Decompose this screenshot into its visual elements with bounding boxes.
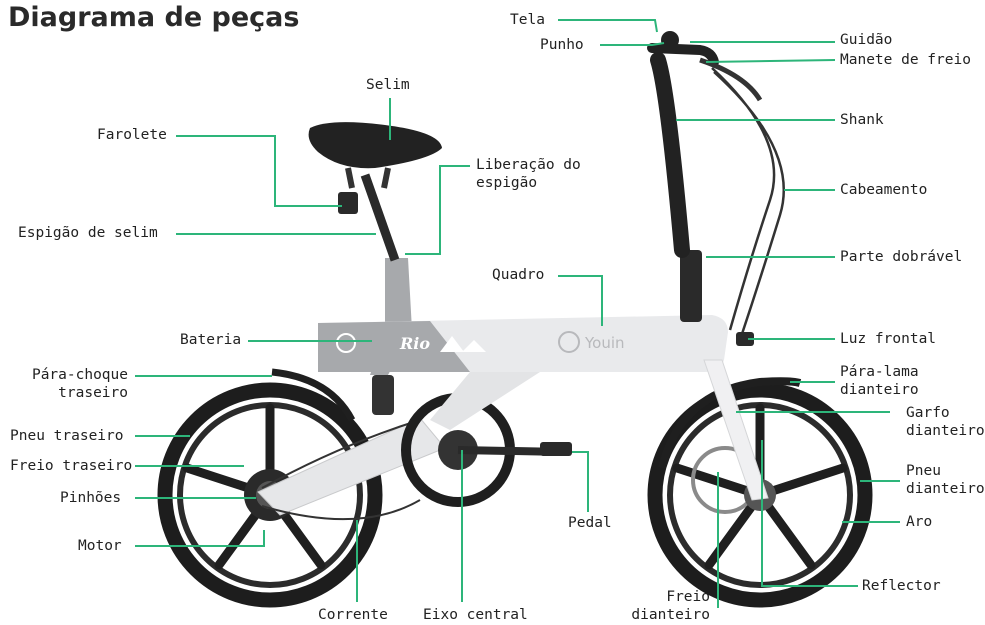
label-corrente: Corrente [318, 607, 388, 623]
label-garfo-line2: dianteiro [906, 423, 985, 439]
label-para-lama-dianteiro: Pára-lama dianteiro [840, 363, 919, 399]
headlight [736, 332, 754, 346]
label-para-lama-line2: dianteiro [840, 382, 919, 398]
folding-stem-lower [680, 250, 702, 322]
label-liberacao-line1: Liberação do [476, 157, 581, 173]
frame-gray-part [318, 321, 470, 372]
label-tela: Tela [510, 12, 545, 28]
label-para-choque-traseiro: Pára-choque traseiro [10, 366, 128, 402]
leader-quadro [558, 275, 603, 326]
label-freio-dianteiro-line2: dianteiro [631, 607, 710, 623]
label-pinhoes: Pinhões [60, 490, 122, 506]
label-freio-dianteiro: Freio dianteiro [560, 588, 710, 624]
label-guidao: Guidão [840, 32, 893, 48]
label-para-choque-line2: traseiro [58, 385, 128, 401]
label-bateria: Bateria [180, 332, 242, 348]
label-punho: Punho [540, 37, 584, 53]
frame-model-text: Rio [399, 334, 430, 353]
label-manete-de-freio: Manete de freio [840, 52, 971, 68]
leader-manete [705, 59, 836, 63]
frame-triangles [440, 336, 486, 352]
leader-liberacao [405, 165, 470, 255]
leader-punho [600, 42, 665, 46]
page-title: Diagrama de peças [8, 2, 300, 33]
battery-logo [336, 333, 356, 353]
rear-shock [372, 375, 394, 415]
label-para-choque-line1: Pára-choque [31, 367, 128, 383]
label-aro: Aro [906, 514, 933, 530]
cables [711, 67, 785, 341]
label-liberacao-line2: espigão [476, 175, 538, 191]
label-freio-traseiro: Freio traseiro [10, 458, 133, 474]
label-reflector: Reflector [862, 578, 941, 594]
brake-lever [699, 57, 763, 102]
down-tube [430, 372, 540, 430]
handlebar [647, 43, 719, 67]
chain [261, 419, 421, 521]
leader-reflector [761, 440, 858, 587]
label-pneu-traseiro: Pneu traseiro [10, 428, 124, 444]
shank [650, 52, 690, 258]
label-shank: Shank [840, 112, 884, 128]
label-quadro: Quadro [492, 267, 545, 283]
label-para-lama-line1: Pára-lama [840, 364, 919, 380]
leader-tela [558, 19, 658, 33]
display-unit [661, 31, 679, 49]
brand-logo-icon [558, 331, 580, 353]
rear-light [338, 192, 358, 214]
seatpost [360, 173, 400, 262]
label-pneu-dianteiro-line2: dianteiro [906, 481, 985, 497]
front-fender [658, 377, 802, 469]
label-luz-frontal: Luz frontal [840, 331, 937, 347]
label-farolete: Farolete [97, 127, 167, 143]
frame-brand-text: Youin [584, 334, 625, 352]
leader-pedal [572, 451, 589, 512]
label-pneu-dianteiro-line1: Pneu [906, 463, 941, 479]
label-espigao-de-selim: Espigão de selim [18, 225, 158, 241]
label-pedal: Pedal [568, 515, 612, 531]
label-garfo-dianteiro: Garfo dianteiro [906, 404, 985, 440]
leader-lines [135, 19, 900, 608]
saddle [308, 122, 442, 169]
front-fork [703, 359, 769, 501]
label-selim: Selim [366, 77, 410, 93]
rear-fender [271, 368, 356, 422]
label-eixo-central: Eixo central [423, 607, 528, 623]
leader-farolete [176, 135, 342, 207]
saddle-springs [345, 167, 391, 189]
label-parte-dobravel: Parte dobrável [840, 249, 963, 265]
bike-illustration: Rio Youin [157, 31, 873, 608]
label-cabeamento: Cabeamento [840, 182, 928, 198]
label-garfo-line1: Garfo [906, 405, 950, 421]
label-motor: Motor [78, 538, 122, 554]
label-liberacao-do-espigao: Liberação do espigão [476, 156, 581, 192]
label-freio-dianteiro-line1: Freio [666, 589, 710, 605]
label-pneu-dianteiro: Pneu dianteiro [906, 462, 985, 498]
leader-motor [135, 530, 265, 547]
